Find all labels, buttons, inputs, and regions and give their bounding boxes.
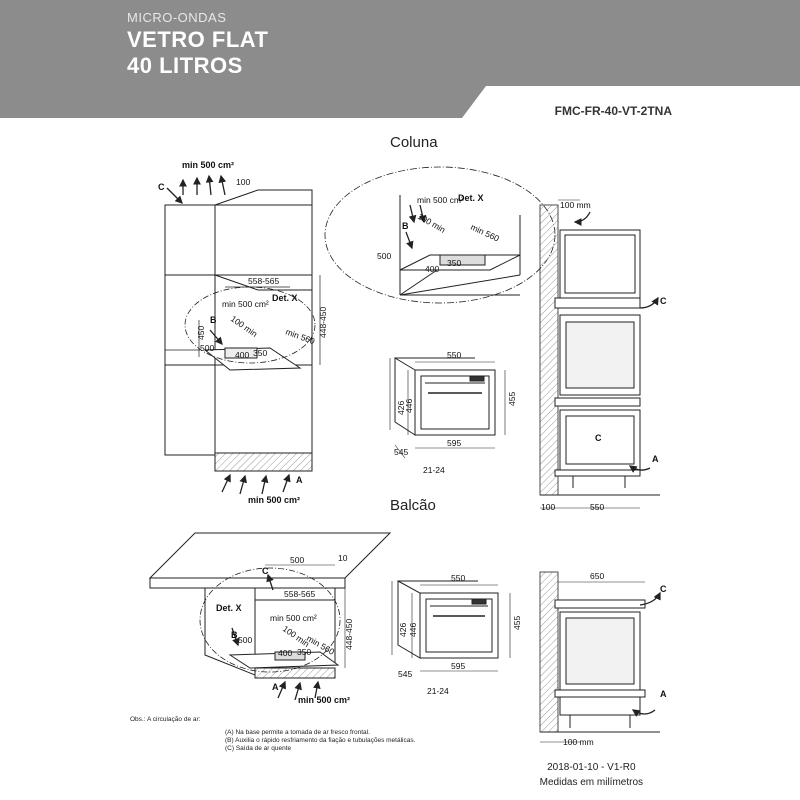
footer: 2018-01-10 - V1-R0 Medidas em milímetros: [540, 760, 643, 790]
label-min-vent-detail: min 500 cm²: [417, 195, 464, 205]
label-flow-b-counter: B: [231, 630, 238, 640]
label-min-vent-top: min 500 cm²: [182, 160, 234, 170]
side-section-counter: [539, 571, 661, 743]
label-dim-350-column: 350: [253, 348, 267, 358]
product-title-line2: 40 LITROS: [127, 53, 243, 78]
label-flow-b-detail: B: [402, 221, 409, 231]
product-category: MICRO-ONDAS: [127, 10, 227, 25]
label-dim-400-column: 400: [235, 350, 249, 360]
label-flow-a-side-counter: A: [660, 689, 667, 699]
header-banner: MICRO-ONDAS VETRO FLAT 40 LITROS: [0, 0, 800, 118]
label-min-vent-counter-niche: min 500 cm²: [270, 613, 317, 623]
label-dim-350-detail: 350: [447, 258, 461, 268]
front-view-counter: [397, 580, 499, 659]
airflow-notes: Obs.: A circulação de ar: (A) Na base pe…: [130, 716, 415, 753]
front-view-column-dims: [389, 358, 506, 459]
front-view-counter-dims: [391, 581, 511, 672]
label-dim-550-counter: 550: [451, 573, 465, 583]
label-dim-455-counter: 455: [512, 616, 522, 630]
label-dim-100-side-column: 100: [541, 502, 555, 512]
label-det-x-counter: Det. X: [216, 603, 242, 613]
label-dim-650: 650: [590, 571, 604, 581]
label-dim-500-counter: 500: [238, 635, 252, 645]
front-view-column: [394, 357, 496, 436]
counter-cabinet-iso: [148, 532, 392, 679]
side-section-column: [539, 199, 660, 509]
label-flow-a-side-column: A: [652, 454, 659, 464]
label-flow-a-column: A: [296, 475, 303, 485]
airflow-arrows-bottom: [209, 329, 291, 495]
note-c: (C) Saída de ar quente: [225, 745, 292, 752]
label-dim-455-column: 455: [507, 392, 517, 406]
label-flow-c-oven-column: C: [595, 433, 602, 443]
label-dim-100-top: 100: [236, 177, 250, 187]
counter-iso-dims: [265, 564, 346, 668]
label-dim-446-counter: 446: [408, 623, 418, 637]
airflow-arrows-top: [166, 174, 227, 204]
model-code: FMC-FR-40-VT-2TNA: [554, 104, 672, 118]
label-dim-400-detail: 400: [425, 264, 439, 274]
label-dim-500-counter-top: 500: [290, 555, 304, 565]
label-flow-a-counter: A: [272, 682, 279, 692]
label-dim-448-450-counter: 448-450: [344, 619, 354, 650]
label-dim-450-column: 450: [196, 326, 206, 340]
label-min560-detail: min 560: [469, 222, 501, 244]
label-dim-10-counter: 10: [338, 553, 348, 563]
label-dim-350-counter: 350: [297, 647, 311, 657]
label-dim-500-column: 500: [200, 343, 214, 353]
label-dim-558-565-counter: 558-565: [284, 589, 315, 599]
label-dim-426-column: 426: [396, 401, 406, 415]
label-flow-c-counter: C: [262, 566, 269, 576]
label-min-vent-counter-bottom: min 500 cm²: [298, 695, 350, 705]
label-dim-100mm-column: 100 mm: [560, 200, 591, 210]
label-det-x-detail: Det. X: [458, 193, 484, 203]
detail-x-drawing: [399, 195, 521, 296]
column-iso-dims: [165, 275, 321, 365]
label-dim-448-450-column: 448-450: [318, 307, 328, 338]
counter-airflow-arrows: [231, 573, 321, 701]
label-dim-545-counter: 545: [398, 669, 412, 679]
product-title-line1: VETRO FLAT: [127, 27, 269, 52]
label-min-vent-bottom: min 500 cm²: [248, 495, 300, 505]
label-flow-c-side-column: C: [660, 296, 667, 306]
footer-version: 2018-01-10 - V1-R0: [547, 762, 636, 773]
label-dim-100min-detail: 100 min: [416, 211, 447, 235]
label-dim-595-column: 595: [447, 438, 461, 448]
note-a: (A) Na base permite a tomada de ar fresc…: [225, 729, 370, 736]
label-det-x-column: Det. X: [272, 293, 298, 303]
notes-heading: Obs.: A circulação de ar:: [130, 716, 201, 723]
detail-x-arrows: [405, 204, 427, 250]
label-dim-21-24-counter: 21-24: [427, 686, 449, 696]
label-flow-c-top: C: [158, 182, 165, 192]
label-dim-558-565-column: 558-565: [248, 276, 279, 286]
label-dim-500-detail: 500: [377, 251, 391, 261]
label-flow-c-side-counter: C: [660, 584, 667, 594]
label-dim-426-counter: 426: [398, 623, 408, 637]
column-cabinet-iso: [164, 189, 313, 472]
label-dim-550-column: 550: [447, 350, 461, 360]
label-dim-550-side-column: 550: [590, 502, 604, 512]
label-dim-595-counter: 595: [451, 661, 465, 671]
footer-units: Medidas em milímetros: [539, 777, 643, 788]
label-dim-400-counter: 400: [278, 648, 292, 658]
banner-shape: [0, 0, 800, 118]
label-dim-21-24-column: 21-24: [423, 465, 445, 475]
section-title-column: Coluna: [390, 134, 438, 151]
label-dim-100mm-counter: 100 mm: [563, 737, 594, 747]
label-dim-446-column: 446: [404, 399, 414, 413]
label-flow-b-column: B: [210, 315, 217, 325]
label-dim-545-column: 545: [394, 447, 408, 457]
note-b: (B) Auxilia o rápido resfriamento da fia…: [225, 737, 416, 744]
section-title-counter: Balcão: [390, 497, 436, 514]
label-min-vent-niche: min 500 cm²: [222, 299, 269, 309]
detail-circle-counter: [199, 567, 341, 673]
